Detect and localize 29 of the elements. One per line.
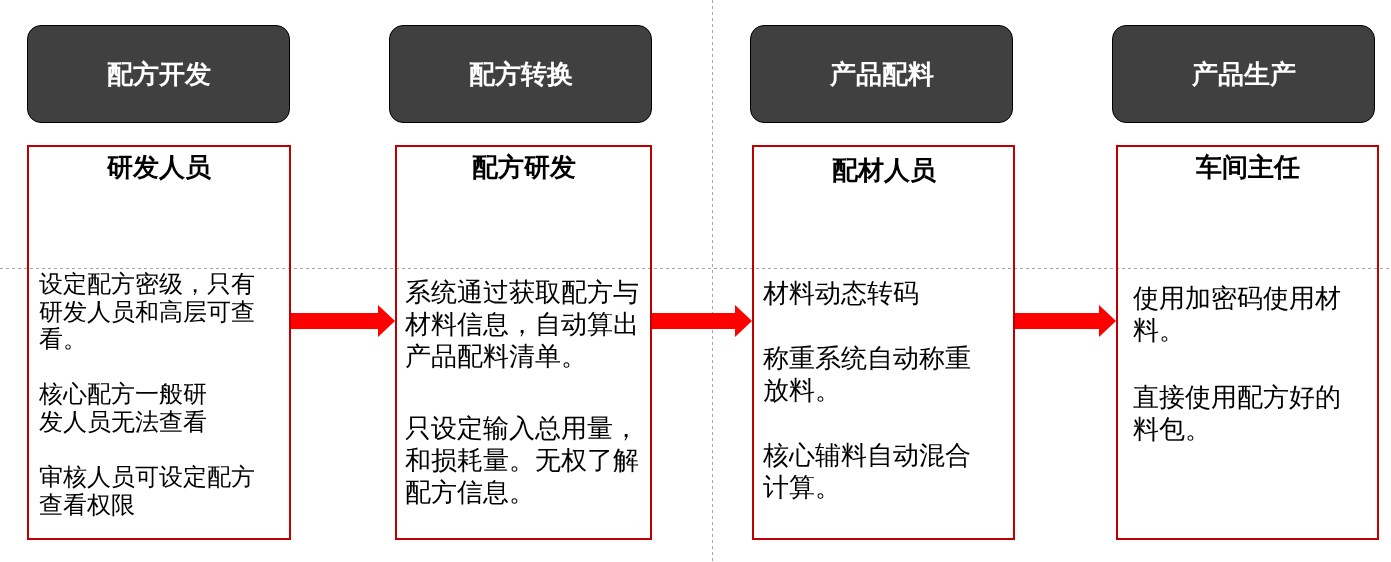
- role-card: [395, 145, 652, 540]
- role-heading: 配方研发: [471, 152, 576, 182]
- stage-header-box: [750, 25, 1013, 123]
- description-text: 审核人员可设定配方查看权限: [39, 464, 256, 520]
- description-text: 核心辅料自动混合计算。: [763, 439, 972, 503]
- role-card: [752, 145, 1015, 540]
- role-heading: 配材人员: [831, 155, 936, 185]
- stage-header-box: [1112, 25, 1375, 123]
- description-text: 使用加密码使用材料。: [1133, 282, 1342, 346]
- description-text: 材料动态转码: [763, 277, 920, 309]
- role-card: [27, 145, 291, 540]
- stage-title: 产品配料: [829, 59, 934, 89]
- stage-title: 配方开发: [106, 59, 211, 89]
- role-heading: 研发人员: [107, 152, 211, 182]
- stage-title: 产品生产: [1191, 59, 1296, 89]
- description-text: 只设定输入总用量，和损耗量。无权了解配方信息。: [405, 412, 640, 508]
- description-text: 核心配方一般研发人员无法查看: [39, 381, 208, 437]
- arrow: [291, 305, 395, 337]
- stage-header-box: [389, 25, 652, 123]
- description-text: 称重系统自动称重放料。: [763, 342, 972, 406]
- arrow: [652, 305, 752, 337]
- arrow: [1015, 305, 1116, 337]
- description-text: 设定配方密级，只有研发人员和高层可查看。: [39, 271, 256, 354]
- description-text: 系统通过获取配方与材料信息，自动算出产品配料清单。: [405, 276, 640, 372]
- role-heading: 车间主任: [1195, 152, 1300, 182]
- stage-title: 配方转换: [468, 59, 573, 89]
- role-card: [1116, 145, 1379, 540]
- stage-header-box: [27, 25, 290, 123]
- description-text: 直接使用配方好的料包。: [1133, 381, 1342, 445]
